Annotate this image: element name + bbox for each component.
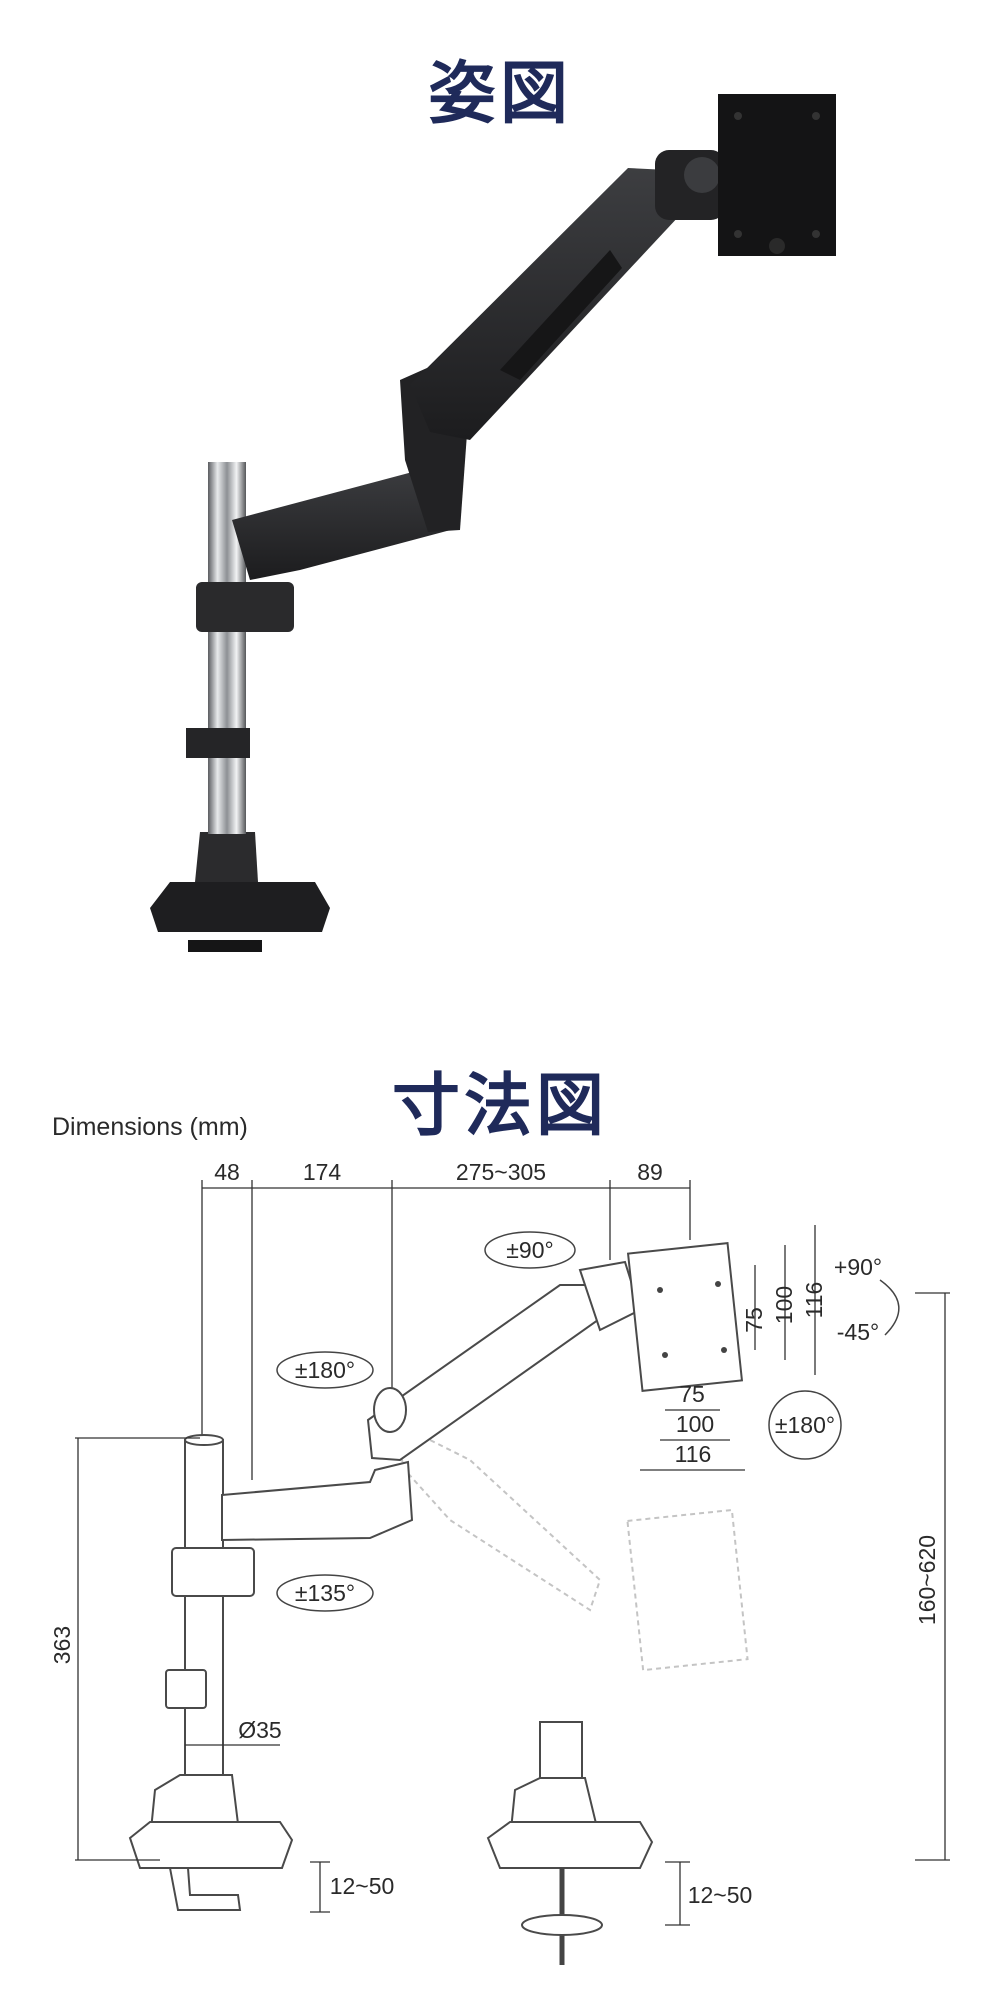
cable-clip: [186, 728, 250, 758]
rotation-base: ±135°: [295, 1580, 355, 1606]
rotation-head: ±90°: [506, 1237, 553, 1263]
height-363: 363: [49, 1626, 75, 1664]
left-pole-base: [128, 1434, 294, 1911]
rotation-arm: ±180°: [295, 1357, 355, 1383]
top-dimension-lines: [201, 1180, 691, 1480]
vesa-dimension-lines: [640, 1225, 816, 1471]
lower-arm: [232, 462, 458, 580]
rotation-vesa: ±180°: [775, 1412, 835, 1438]
height-160-620: 160~620: [914, 1535, 940, 1625]
tilt-head: [655, 150, 725, 220]
clamp-range-left: 12~50: [330, 1873, 395, 1899]
overview-title: 姿図: [427, 55, 572, 134]
vesa-v-116: 116: [801, 1282, 827, 1319]
vesa-h-100: 100: [676, 1411, 714, 1437]
dim-174: 174: [303, 1159, 342, 1185]
height-dimension-lines: [75, 1292, 950, 1861]
pole-collar: [196, 582, 294, 632]
tilt-down: -45°: [837, 1319, 879, 1345]
rotation-badges: [276, 1231, 900, 1612]
gas-spring-arm: [410, 168, 680, 440]
clamp-range-right: 12~50: [688, 1882, 753, 1908]
right-grommet-base: [486, 1721, 654, 1965]
desk-clamp-base: [150, 832, 330, 952]
upper-arm-outline: [366, 1284, 600, 1462]
dim-275-305: 275~305: [456, 1159, 546, 1185]
lower-arm-outline: [221, 1460, 414, 1542]
vesa-v-100: 100: [771, 1286, 797, 1324]
vesa-h-75: 75: [679, 1381, 705, 1407]
vesa-h-116: 116: [675, 1441, 712, 1467]
vesa-plate-outline: [626, 1242, 744, 1392]
dim-48: 48: [214, 1159, 240, 1185]
pole-diameter: Ø35: [238, 1717, 281, 1743]
tilt-up: +90°: [834, 1254, 882, 1280]
clamp-dimension-lines: [310, 1861, 690, 1926]
product-illustration: [150, 94, 836, 952]
dimensions-title: 寸法図: [391, 1067, 608, 1146]
dim-89: 89: [637, 1159, 663, 1185]
vesa-v-75: 75: [741, 1307, 767, 1333]
vesa-plate: [718, 94, 836, 256]
elbow-outline: [373, 1387, 407, 1433]
dimensions-caption: Dimensions (mm): [52, 1113, 248, 1141]
